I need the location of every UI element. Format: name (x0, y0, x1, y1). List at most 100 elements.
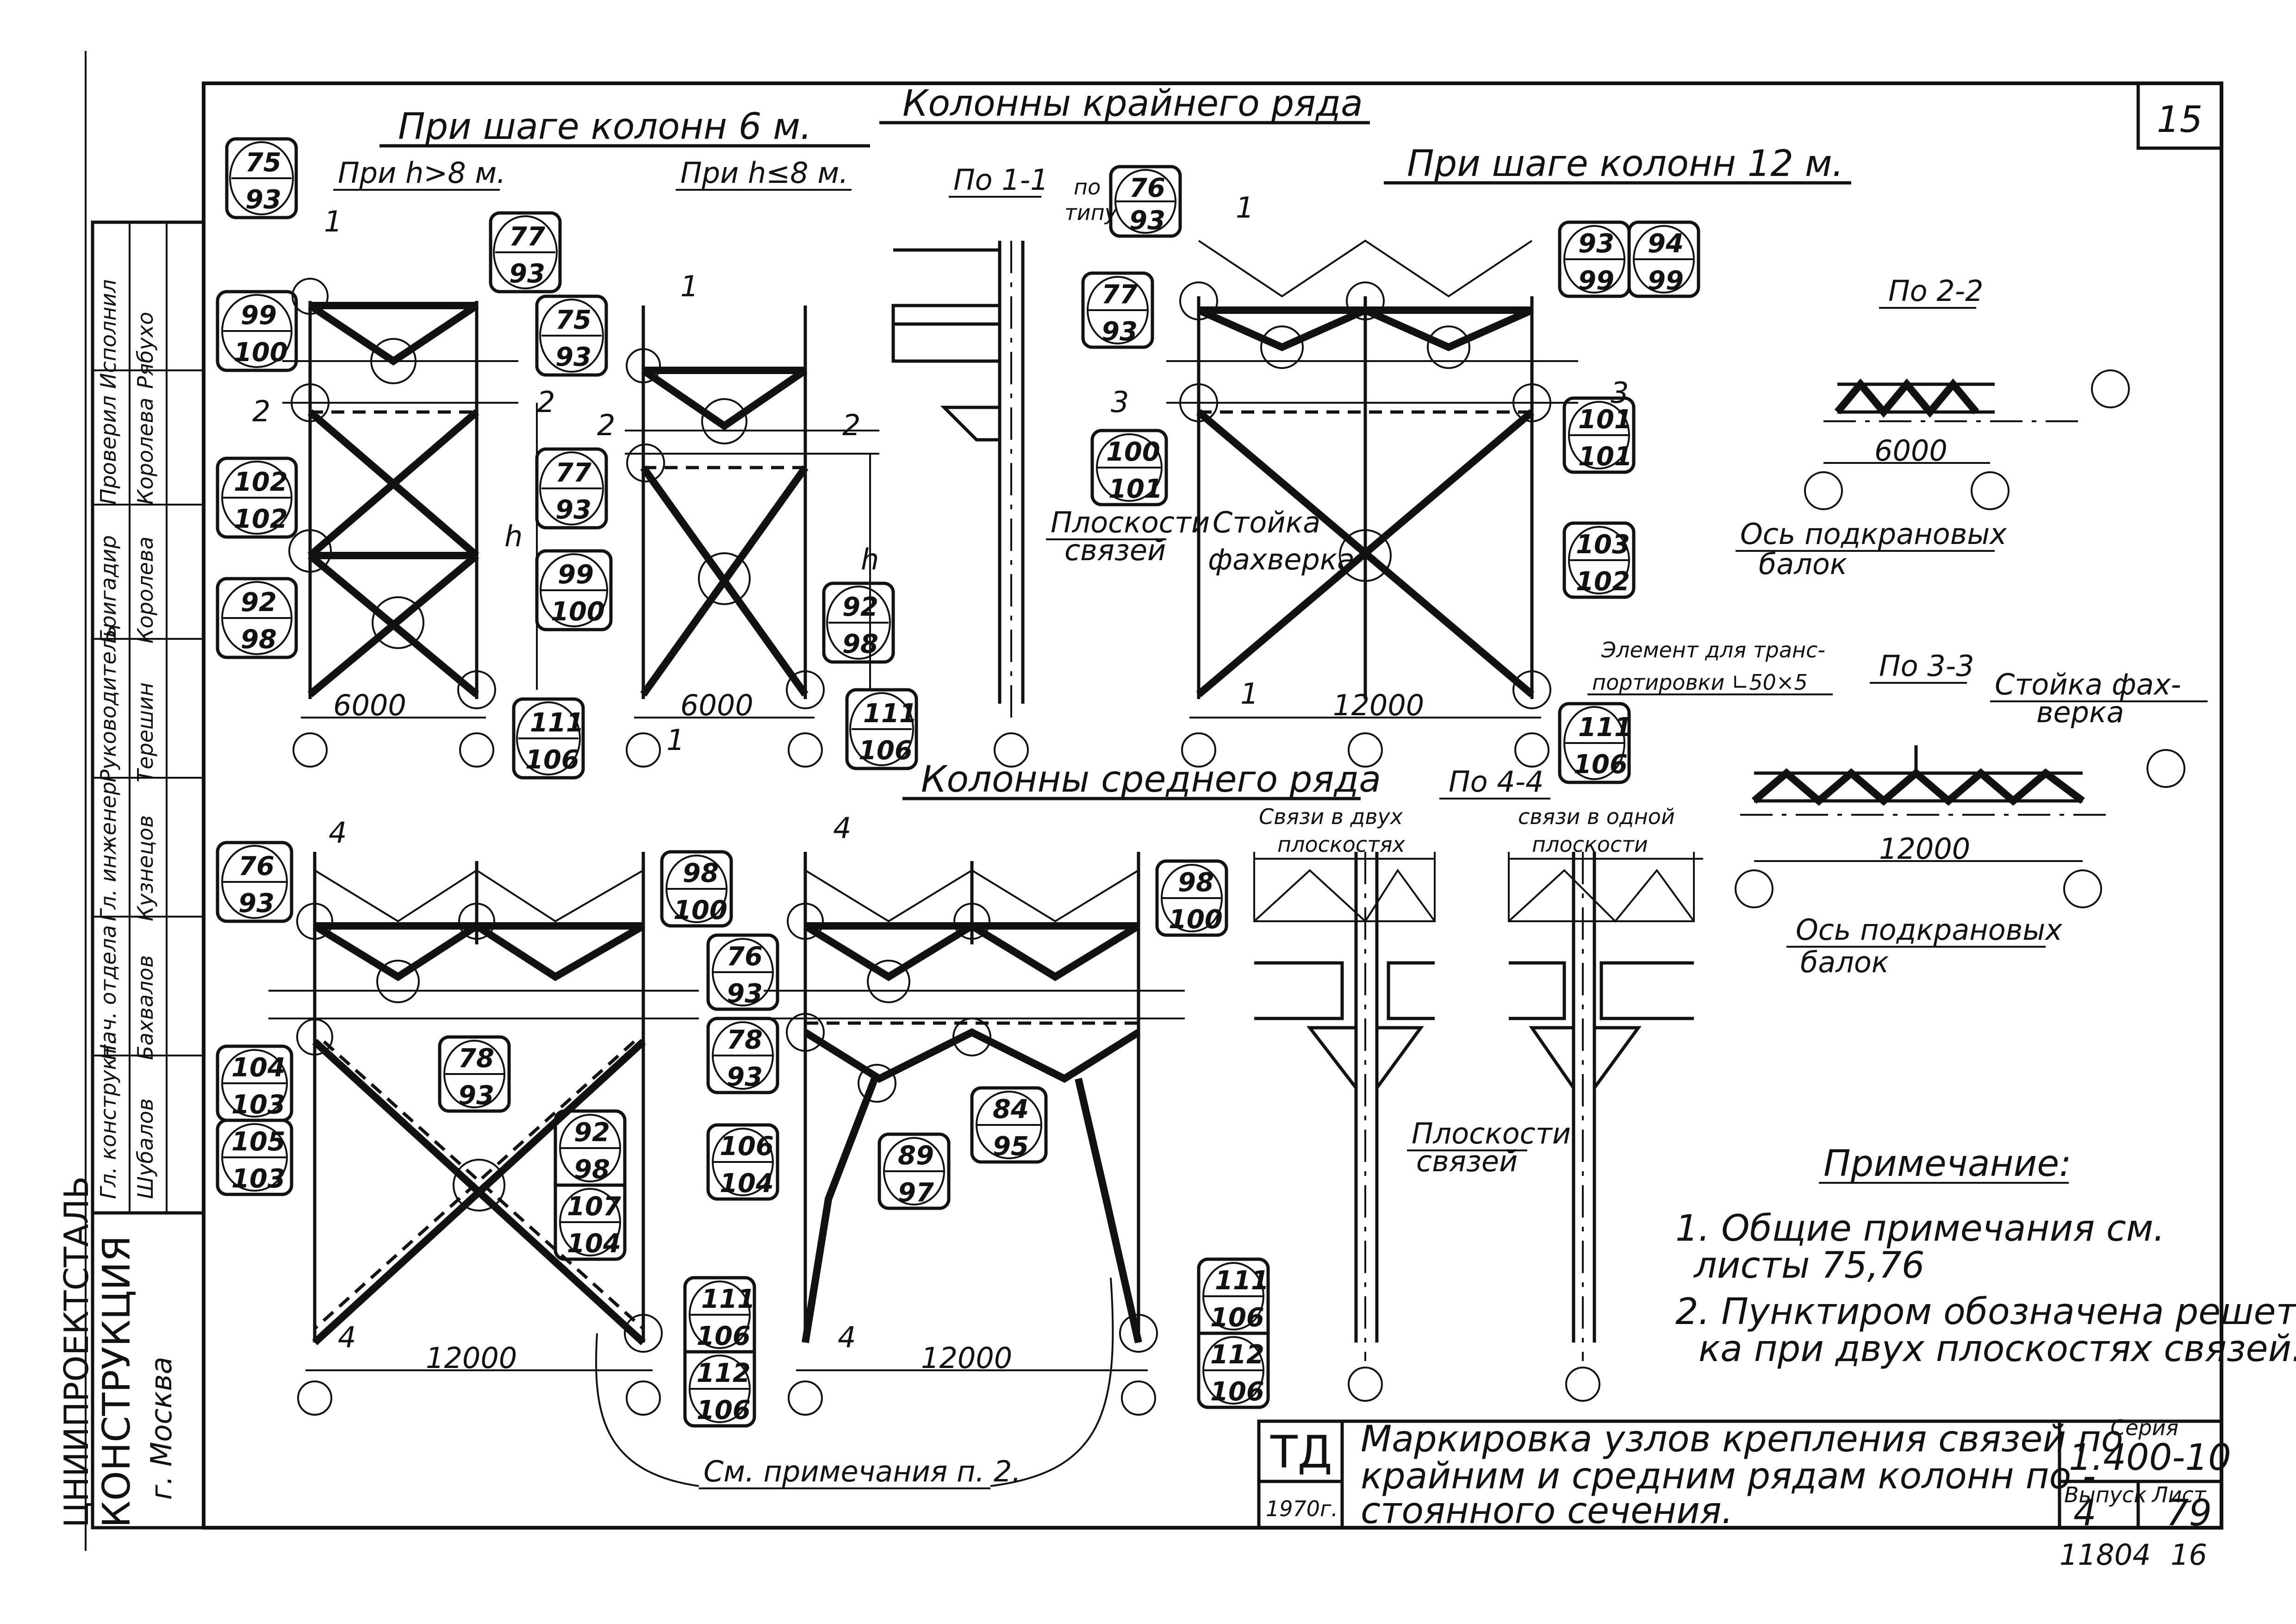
callout-92-98-107-104-2: 107 (567, 1192, 621, 1222)
callout-111-106-b-bot: 106 (859, 736, 913, 766)
callout-100-101-top: 100 (1106, 437, 1160, 467)
callout-76-93-c: 76 93 (706, 933, 779, 1011)
callout-111-106-112-106-a-0: 111 (701, 1284, 755, 1314)
dim-12000-c: 12000 (921, 1341, 1012, 1375)
stamp-rows (93, 369, 204, 1056)
planes-bracing-2: связей (1064, 533, 1166, 567)
stamp-role-4: Бригадир (96, 535, 121, 643)
callout-76-93-c-top: 76 (727, 942, 763, 972)
half-timber-post-2: фахверка (1208, 543, 1355, 576)
issue-label: Выпуск (2064, 1482, 2147, 1507)
callout-105-103: 105 103 (216, 1118, 293, 1196)
mark-4c: 4 (338, 1320, 356, 1354)
mark-1d: 1 (1236, 191, 1254, 225)
callout-92-98-a-top: 92 (241, 587, 277, 618)
callout-111-106-b-top: 111 (863, 699, 917, 729)
stamp-name-4: Королева (133, 537, 158, 643)
callout-75-93-b-top: 75 (555, 305, 591, 335)
archive-sub-number: 16 (2171, 1538, 2207, 1572)
callout-100-101: 100 101 (1090, 429, 1168, 506)
crane-beam-axis-b-1: Ось подкрановых (1796, 913, 2063, 947)
callout-111-106-112-106-a-2: 112 (697, 1358, 751, 1388)
transport-element-1: Элемент для транс- (1601, 637, 1825, 662)
series-value: 1.400-10 (2069, 1437, 2231, 1479)
callout-76-93-a-bot: 93 (1129, 206, 1165, 236)
stamp-role-6: Исполнил (96, 279, 121, 389)
callout-111-106-112-106-b-3: 106 (1210, 1377, 1264, 1407)
callout-76-93-a: 76 93 (1109, 165, 1182, 238)
callout-76-93-c-bot: 93 (727, 979, 763, 1009)
callout-111-106-112-106-b: 111 106 112 106 (1197, 1257, 1270, 1409)
callout-77-93-b-bot: 93 (555, 495, 591, 525)
callout-77-93-a-bot: 93 (509, 259, 545, 289)
stamp-name-3: Терешин (133, 682, 158, 782)
callout-94-99-bot: 99 (1648, 266, 1684, 296)
mark-2a: 2 (252, 394, 270, 428)
dim-6000-a: 6000 (333, 688, 406, 722)
stamp-org-2: КОНСТРУКЦИЯ (95, 1236, 139, 1528)
section-4-4 (1253, 852, 1695, 1402)
callout-89-97-bot: 97 (898, 1178, 934, 1208)
callout-111-106-112-106-b-0: 111 (1215, 1266, 1269, 1296)
callout-84-95: 84 95 (970, 1086, 1048, 1164)
dim-6000-c: 6000 (1874, 434, 1948, 468)
header-outer-row: Колонны крайнего ряда (902, 83, 1363, 125)
callout-101-101: 101 101 (1562, 396, 1636, 474)
callout-92-98-107-104: 92 98 107 104 (554, 1109, 627, 1261)
stamp-org-1: ЦНИИПРОЕКТСТАЛЬ (57, 1176, 96, 1528)
note-2a: 2. Пунктиром обозначена решет- (1675, 1291, 2296, 1333)
left-stamp: Гл. конструкт. Нач. отдела Гл. инженер Р… (57, 220, 205, 1530)
header-one-plane-2: плоскости (1532, 832, 1648, 857)
archive-number: 11804 (2060, 1538, 2151, 1572)
callout-111-106-112-106-a: 111 106 112 106 (683, 1276, 756, 1428)
callout-98-100-a: 98 100 (660, 850, 733, 928)
header-h-le8: При h≤8 м. (680, 156, 848, 190)
callout-111-106-a-bot: 106 (525, 745, 579, 775)
stamp-city: г. Москва (144, 1357, 178, 1500)
callout-92-98-107-104-3: 104 (567, 1229, 621, 1259)
callout-92-98-107-104-0: 92 (574, 1118, 610, 1148)
callout-78-93-a-top: 78 (458, 1043, 494, 1074)
crane-beam-axis-a-1: Ось подкрановых (1740, 517, 2007, 551)
frame-b-h-le8: 6000 h (625, 306, 879, 768)
callout-111-106-c-top: 111 (1578, 712, 1632, 743)
dim-h-a: h (504, 519, 523, 553)
half-timber-post-b-2: верка (2036, 695, 2124, 729)
callout-92-98-b-top: 92 (842, 592, 878, 622)
callout-103-102-top: 103 (1576, 530, 1630, 560)
notes-title: Примечание: (1823, 1143, 2072, 1185)
callout-77-93-c: 77 93 (1081, 271, 1154, 349)
title-code: ТД (1270, 1426, 1332, 1478)
callout-103-102: 103 102 (1562, 521, 1636, 599)
callout-89-97: 89 97 (877, 1132, 951, 1210)
callout-75-93-a: 75 93 (225, 137, 298, 219)
callout-92-98-a-bot: 98 (241, 625, 277, 655)
callout-92-98-b: 92 98 (822, 581, 895, 664)
callout-111-106-c: 111 106 (1558, 702, 1632, 784)
stamp-name-0: Шубалов (133, 1098, 158, 1199)
note-1a: 1. Общие примечания см. (1675, 1208, 2165, 1249)
callout-102-102-bot: 102 (234, 504, 288, 534)
callout-98-100-a-top: 98 (683, 858, 719, 888)
sheet-value: 79 (2166, 1493, 2212, 1534)
callout-94-99-top: 94 (1648, 229, 1684, 259)
callout-92-98-a: 92 98 (216, 577, 298, 659)
callout-111-106-112-106-b-1: 106 (1210, 1303, 1264, 1333)
callout-76-93-b-bot: 93 (238, 888, 274, 918)
callout-93-99-top: 93 (1578, 229, 1614, 259)
section-3-3: 12000 (1735, 745, 2185, 908)
section-2-2: 6000 (1804, 369, 2130, 510)
mark-3b: 3 (1611, 376, 1629, 410)
header-sec-2-2: По 2-2 (1888, 274, 1984, 308)
half-timber-post-1: Стойка (1213, 506, 1320, 539)
callout-111-106-b: 111 106 (845, 688, 918, 770)
section-marks: 1 2 2 1 2 2 1 1 3 3 1 4 4 4 4 (252, 191, 1629, 1354)
callout-103-102-bot: 102 (1576, 567, 1630, 597)
callout-84-95-bot: 95 (993, 1131, 1029, 1162)
callout-104-103-top: 104 (231, 1053, 286, 1083)
mark-4a: 4 (329, 816, 347, 849)
callout-111-106-112-106-a-3: 106 (697, 1395, 751, 1425)
frame-d-middle-x: 12000 (268, 852, 699, 1416)
callout-78-93-b-top: 78 (727, 1025, 763, 1055)
